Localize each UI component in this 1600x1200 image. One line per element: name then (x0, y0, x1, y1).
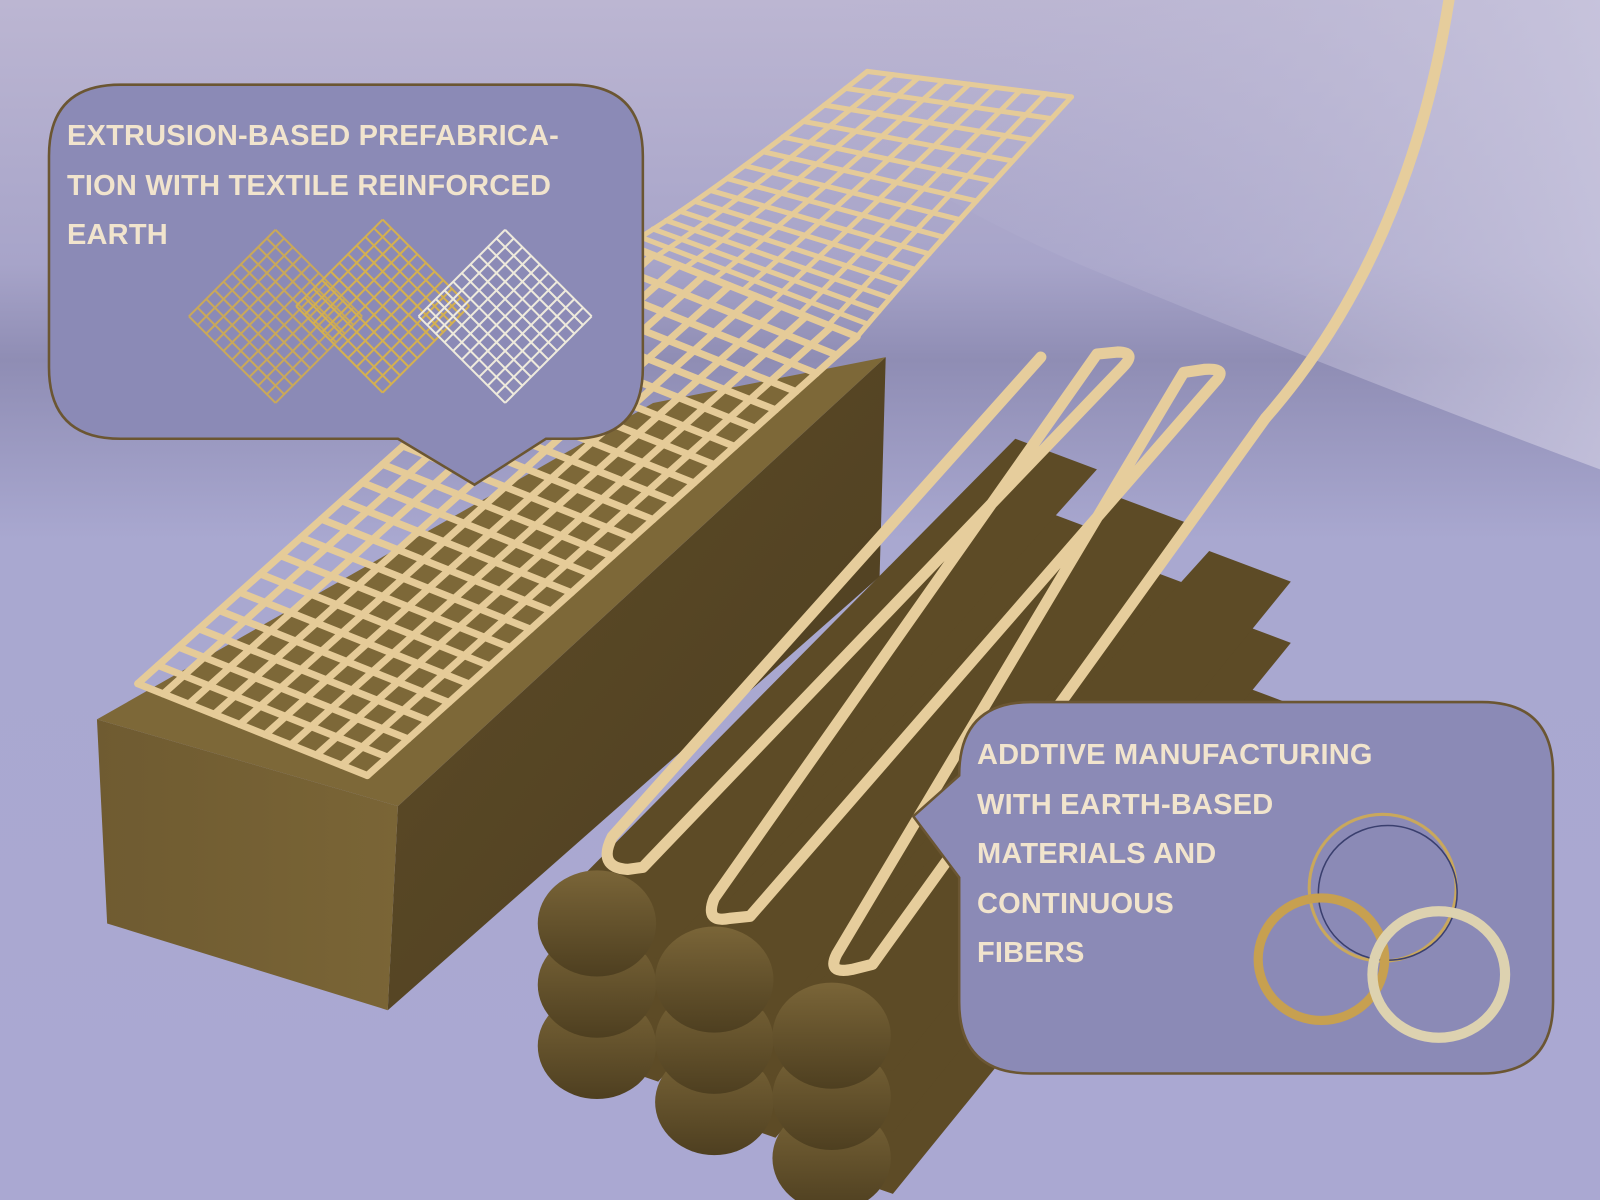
mesh-strand (297, 533, 535, 633)
mesh-strand (692, 198, 918, 273)
earth-layer-roll (655, 494, 1194, 1033)
mesh-strand (864, 68, 1074, 100)
textile-mesh-flat (134, 241, 861, 780)
mesh-strand (637, 234, 871, 327)
mesh-strand (256, 570, 494, 670)
callout-line: TION WITH TEXTILE REINFORCED (67, 169, 552, 202)
mesh-strand (236, 588, 473, 688)
callout-line: EXTRUSION-BASED PREFABRICA- (67, 120, 559, 152)
mesh-strand (724, 176, 947, 240)
mesh-strand (821, 102, 1035, 143)
mesh-strand (603, 259, 841, 359)
mesh-strand (215, 606, 453, 706)
callout-line: MATERIALS AND (977, 838, 1217, 870)
mesh-strand (175, 643, 412, 743)
mesh-sample (417, 229, 593, 404)
callout-text-additive: ADDTIVE MANUFACTURING WITH EARTH-BASED M… (977, 731, 1373, 979)
mesh-strand (742, 163, 963, 223)
mesh-strand (663, 217, 893, 301)
mesh-strand (338, 497, 575, 597)
mesh-strand (277, 552, 514, 652)
textile-samples-image (188, 218, 593, 404)
mesh-strand (358, 478, 596, 578)
callout-line: FIBERS (977, 937, 1085, 969)
mesh-strand (707, 187, 932, 257)
mesh-strand (134, 680, 371, 780)
mesh-sample (295, 218, 470, 394)
callout-bubble-additive (911, 700, 1555, 1075)
mesh-sample (188, 229, 363, 404)
fiber-coils-image (1253, 812, 1511, 1043)
textile-mesh-curved (625, 68, 1074, 340)
mesh-strand (195, 625, 433, 725)
continuous-fiber (601, 0, 1455, 976)
mesh-strand (379, 460, 616, 560)
callout-line: EARTH (67, 219, 168, 251)
callout-line: ADDTIVE MANUFACTURING (977, 739, 1373, 771)
mesh-strand (760, 149, 980, 204)
mesh-strand (780, 134, 997, 184)
mesh-strand (843, 85, 1055, 122)
mesh-strand (800, 118, 1016, 164)
callout-line: WITH EARTH-BASED (977, 788, 1274, 821)
callout-line: CONTINUOUS (977, 887, 1174, 920)
callout-bubble-extrusion (47, 83, 645, 487)
mesh-strand (317, 515, 555, 615)
mesh-strand (154, 661, 392, 761)
mesh-strand (677, 208, 905, 287)
callout-text-extrusion: EXTRUSION-BASED PREFABRICA- TION WITH TE… (67, 112, 559, 261)
mesh-strand (650, 226, 882, 314)
